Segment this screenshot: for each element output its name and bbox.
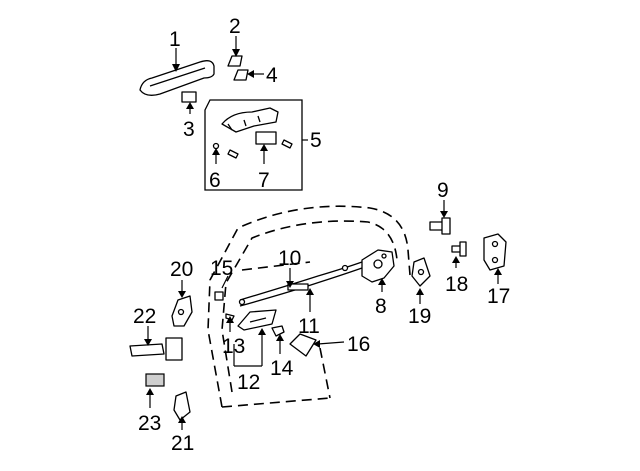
callout-7: 7 [258,169,270,192]
upper-hinge[interactable] [129,337,183,361]
callout-21: 21 [171,432,194,455]
callout-22: 22 [133,305,156,328]
callout-4: 4 [266,64,278,87]
callout-1: 1 [169,28,181,51]
callout-13: 13 [222,335,245,358]
door-check[interactable] [171,295,193,327]
callout-10: 10 [278,247,301,270]
callout-labels: 1 2 3 4 5 6 7 8 9 10 11 12 13 14 15 16 1… [133,15,510,455]
callout-15: 15 [210,257,233,280]
callout-14: 14 [270,357,294,380]
striker-bolt[interactable] [429,217,451,235]
frame-screw[interactable] [227,149,239,159]
striker-screw[interactable] [451,241,467,257]
door-outline [207,205,411,408]
trim-clip[interactable] [214,291,224,301]
reinforcement-bracket[interactable] [255,131,277,145]
lock-cables[interactable] [238,261,363,307]
callout-17: 17 [487,285,510,308]
handle-pad[interactable] [181,91,197,103]
frame-clip[interactable] [212,142,220,150]
callout-6: 6 [209,169,221,192]
lock-cover[interactable] [289,333,317,357]
callout-16: 16 [347,333,370,356]
callout-11: 11 [298,315,320,338]
callout-20: 20 [170,258,193,281]
handle-cap[interactable] [227,55,243,67]
callout-9: 9 [437,179,449,202]
door-bumper[interactable] [145,373,165,387]
door-lock-assembly[interactable] [361,249,395,283]
leader-lines [144,36,502,430]
lower-hinge[interactable] [173,391,191,421]
cap-pad[interactable] [233,69,249,81]
bezel-screw[interactable] [271,325,285,337]
callout-8: 8 [375,295,387,318]
callout-18: 18 [445,273,468,296]
callout-19: 19 [408,305,431,328]
callout-3: 3 [183,118,195,141]
callout-12: 12 [237,371,260,394]
striker-plate[interactable] [483,233,507,271]
callout-5: 5 [310,129,322,152]
callout-23: 23 [138,412,161,435]
handle-frame-group[interactable] [204,99,303,191]
callout-2: 2 [229,15,241,38]
inside-handle[interactable] [237,309,277,331]
outside-handle[interactable] [139,60,215,96]
frame-bolt[interactable] [281,139,293,149]
